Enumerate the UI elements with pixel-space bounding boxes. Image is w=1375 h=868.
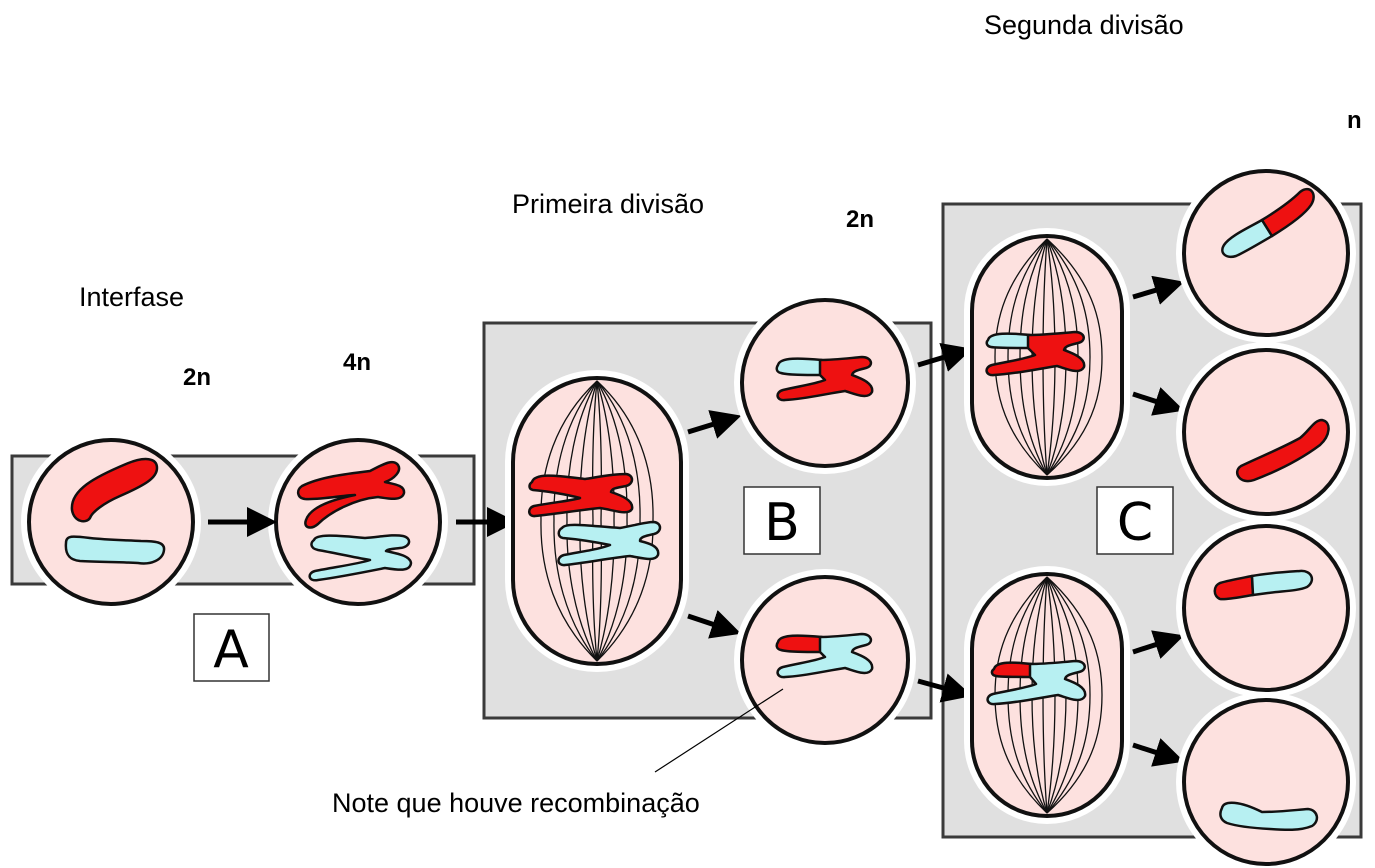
maternal-arm — [775, 634, 824, 654]
ploidy-interphase-end: 4n — [343, 349, 371, 376]
arrow-b-down — [687, 610, 742, 639]
paternal-chromosome-pair — [308, 534, 413, 582]
svg-text:C: C — [1117, 493, 1153, 553]
paternal-chromosome — [776, 632, 874, 679]
spindle-fibers — [540, 380, 654, 662]
gamete-3 — [1176, 518, 1356, 698]
panel-label-c: C — [1096, 486, 1174, 555]
note-pointer-line — [654, 688, 784, 773]
panel-label-b: B — [743, 486, 821, 555]
panel-label-a: A — [193, 613, 270, 682]
arrow-b-up — [687, 410, 742, 439]
svg-text:A: A — [213, 620, 249, 680]
cell-b-bottom — [734, 569, 916, 751]
maternal-chromosome — [776, 355, 874, 402]
cell-first-division — [505, 370, 689, 672]
label-second-division: Segunda divisão — [984, 10, 1184, 40]
cell-interphase-2n — [21, 432, 201, 612]
arrow-c4 — [1132, 738, 1185, 767]
paternal-chromosome — [64, 535, 166, 565]
label-first-division: Primeira divisão — [512, 189, 704, 219]
cell-second-division-top — [964, 228, 1130, 486]
paternal-chromosome-pair — [557, 520, 662, 567]
maternal-chromosome — [70, 457, 159, 523]
cell-interphase-4n — [268, 432, 448, 612]
gamete-1 — [1176, 163, 1356, 343]
cell-second-division-bottom — [964, 566, 1130, 824]
gamete-2 — [1176, 342, 1356, 522]
arrow-c3 — [1132, 630, 1185, 659]
arrow-c2 — [1132, 387, 1185, 416]
ploidy-interphase-start: 2n — [183, 364, 211, 391]
arrow-c1 — [1132, 275, 1185, 305]
maternal-chromosome-pair — [296, 460, 406, 529]
gamete-4 — [1176, 692, 1356, 868]
ploidy-after-first-division: 2n — [846, 206, 874, 233]
label-recombination-note: Note que houve recombinação — [332, 788, 700, 818]
ploidy-final: n — [1347, 107, 1362, 134]
svg-text:B: B — [764, 493, 800, 553]
arrow-bc-up — [917, 342, 973, 372]
cell-b-top — [734, 292, 916, 474]
maternal-chromosome-pair — [528, 472, 634, 518]
paternal-arm — [775, 357, 824, 377]
arrow-bc-down — [917, 673, 973, 703]
label-interphase: Interfase — [79, 282, 184, 312]
